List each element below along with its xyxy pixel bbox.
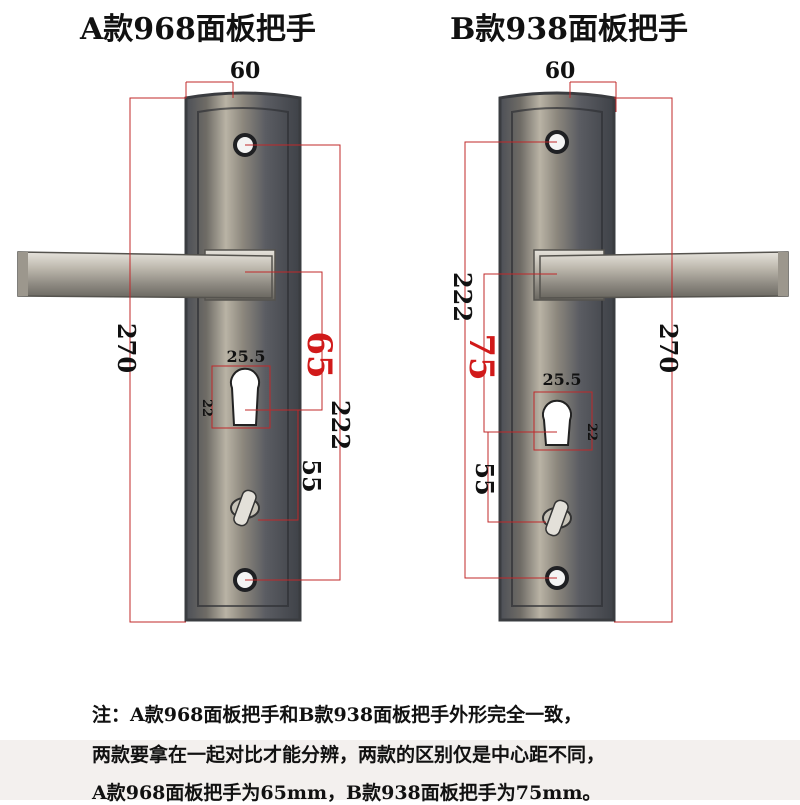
handle-a-lever-end <box>18 252 28 296</box>
handle-b-keyhole <box>542 399 572 446</box>
handle-b <box>498 91 789 622</box>
note-line-2: 两款要拿在一起对比才能分辨，两款的区别仅是中心距不同， <box>92 744 606 766</box>
dim-b-width-label: 60 <box>545 58 576 84</box>
dim-b-width-line <box>569 81 617 112</box>
note-line-1: 注：A款968面板把手和B款938面板把手外形完全一致， <box>92 704 583 726</box>
dim-a-screw-line <box>245 144 341 581</box>
handle-b-plate <box>498 91 616 622</box>
handle-b-lever <box>539 251 789 299</box>
handle-a-dimensions <box>129 81 341 623</box>
dim-b-knob-line <box>487 431 546 523</box>
dim-b-screw-line <box>464 141 557 579</box>
dim-a-width-label: 60 <box>230 58 261 84</box>
handle-b-dimensions <box>464 81 673 623</box>
handle-a-inner-border <box>197 107 289 607</box>
dim-a-screw-label: 222 <box>326 400 355 450</box>
dim-b-screw-label: 222 <box>448 272 477 322</box>
handles-diagram: 60 270 65 222 55 25.5 22 60 270 75 222 5… <box>17 58 789 623</box>
title-model-a: A款968面板把手 <box>80 12 316 47</box>
handle-b-thumb-turn-bar <box>545 499 569 537</box>
dim-a-keyhole-box <box>211 365 271 429</box>
dim-b-keyhole-height-label: 22 <box>584 423 599 441</box>
note-line-3: A款968面板把手为65mm，B款938面板把手为75mm。 <box>92 782 602 804</box>
handle-a <box>17 91 302 622</box>
dim-a-height-label: 270 <box>112 323 141 373</box>
dim-a-knob-line <box>258 409 299 521</box>
dim-b-knob-label: 55 <box>470 462 499 495</box>
handle-a-lever <box>17 251 273 299</box>
handle-a-keyhole <box>230 367 260 426</box>
dim-a-keyhole-width-label: 25.5 <box>227 347 266 366</box>
dim-b-keyhole-box <box>533 391 593 451</box>
handle-a-thumb-turn-bar <box>233 489 257 527</box>
dim-b-height-line <box>614 97 673 623</box>
dim-a-center-label: 65 <box>299 331 339 378</box>
dim-b-height-label: 270 <box>654 323 683 373</box>
handle-b-inner-border <box>511 107 603 607</box>
dim-a-keyhole-height-label: 22 <box>199 399 214 417</box>
title-model-b: B款938面板把手 <box>450 12 688 47</box>
dim-a-height-line <box>129 97 186 623</box>
dim-a-knob-label: 55 <box>297 459 326 492</box>
handle-b-lever-end <box>778 252 788 296</box>
note-band <box>0 740 800 800</box>
dim-b-keyhole-width-label: 25.5 <box>543 370 582 389</box>
dim-b-center-label: 75 <box>461 333 501 380</box>
dim-a-width-line <box>185 81 234 98</box>
